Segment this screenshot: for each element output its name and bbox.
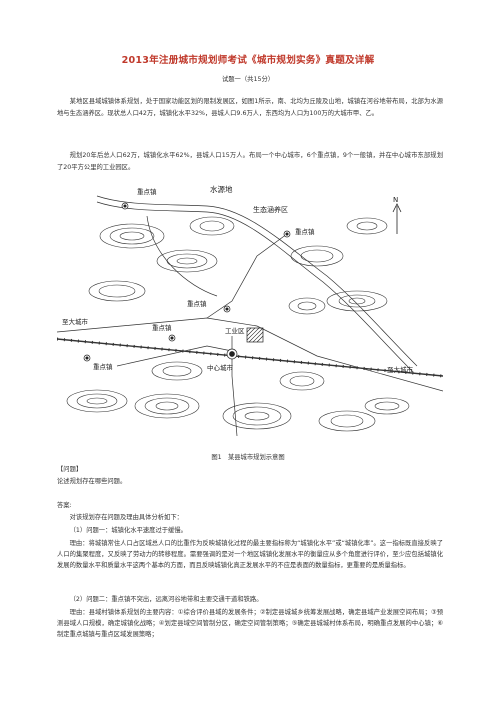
problem-2-reason: 理由：县域村镇体系规划的主要内容：①综合评价县域的发展条件；②制定县城城乡统筹发… xyxy=(57,609,443,638)
label-key-town-1: 重点镇 xyxy=(137,187,157,196)
road-5 xyxy=(146,215,218,297)
label-north: N xyxy=(393,196,398,204)
railway xyxy=(57,338,443,377)
label-key-town-4: 重点镇 xyxy=(152,323,172,332)
label-key-town-2: 重点镇 xyxy=(295,227,315,236)
answer-intro: 对该规划存在问题及理由具体分析如下： xyxy=(69,514,183,521)
north-arrow-icon xyxy=(392,203,402,234)
question-header: 试题一（共15分） xyxy=(221,76,275,83)
document-title: 2013年注册城市规划师考试《城市规划实务》真题及详解 xyxy=(121,55,375,66)
label-key-town-5: 重点镇 xyxy=(93,362,113,371)
industrial-park xyxy=(246,327,264,343)
label-center-city: 中心城市 xyxy=(207,363,234,372)
question-text: 论述规划存在哪些问题。 xyxy=(57,478,127,485)
question-label: 【问题】 xyxy=(57,466,83,473)
label-eco-zone: 生态涵养区 xyxy=(253,205,288,214)
problem-2-issue: （2）问题二：重点镇不突出，远离河谷地带和主要交通干道和铁路。 xyxy=(69,596,263,603)
answer-label: 答案: xyxy=(57,502,72,509)
label-industrial-park: 工业区 xyxy=(225,326,245,335)
road-4 xyxy=(116,345,233,367)
figure-caption: 图1 某县城市规划示意图 xyxy=(211,454,285,461)
river xyxy=(96,195,418,367)
problem-1-issue: （1）问题一：城镇化水平速度过于缓慢。 xyxy=(69,527,187,534)
main-road xyxy=(57,317,443,392)
county-planning-map: 水源地 生态涵养区 重点镇 重点镇 重点镇 重点镇 重点镇 至大城市 至大城市 … xyxy=(57,184,443,437)
intro-paragraph-2: 规划20年后总人口62万，城镇化水平62%，县城人口15万人。布局一个中心城市，… xyxy=(57,152,443,171)
river-bank xyxy=(96,201,414,373)
intro-paragraph-1: 某地区县域城镇体系规划，处于国家功能区划的限制发展区，如图1所示，南、北均为丘陵… xyxy=(57,98,443,117)
road-2 xyxy=(206,233,288,319)
problem-1-reason: 理由：将城镇常住人口占区域总人口的比重作为反映城镇化过程的最主要指标称为“城镇化… xyxy=(57,540,443,569)
label-to-big-city-east: 至大城市 xyxy=(387,365,414,374)
label-to-big-city-west: 至大城市 xyxy=(62,317,89,326)
hills xyxy=(66,216,410,432)
label-key-town-3: 重点镇 xyxy=(187,299,207,308)
label-water-source: 水源地 xyxy=(210,184,233,194)
town-markers xyxy=(83,202,291,362)
